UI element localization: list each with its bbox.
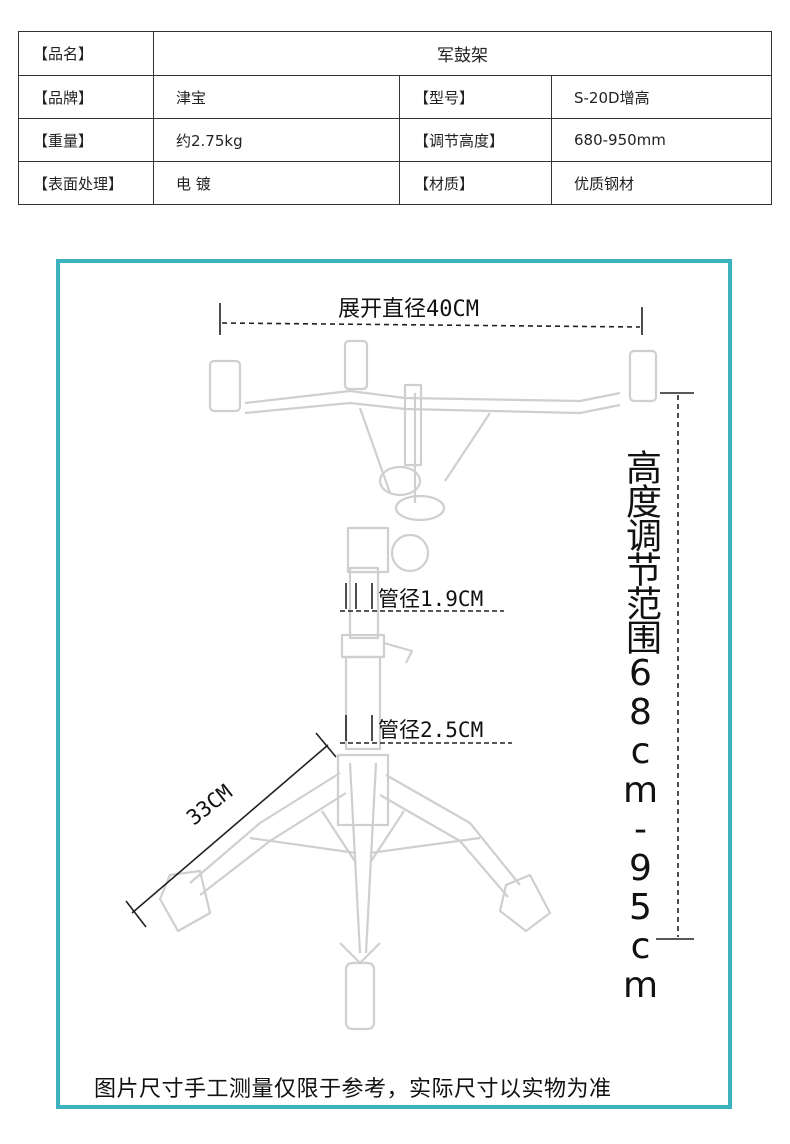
spec-row-brand: 【品牌】 津宝 【型号】 S-20D增高 <box>19 76 771 119</box>
model-value: S-20D增高 <box>551 76 771 118</box>
model-label: 【型号】 <box>399 76 551 118</box>
spec-table: 【品名】 军鼓架 【品牌】 津宝 【型号】 S-20D增高 【重量】 约2.75… <box>18 31 772 205</box>
height-adjust-range-label: 高度调节范围68cm-95cm <box>620 449 661 1004</box>
weight-label: 【重量】 <box>33 131 94 150</box>
name-label: 【品名】 <box>33 45 94 63</box>
brand-label: 【品牌】 <box>33 88 94 107</box>
height-range-value: 680-950mm <box>551 119 771 161</box>
lower-tube-diameter-label: 管径2.5CM <box>378 718 484 742</box>
spec-row-finish: 【表面处理】 电 镀 【材质】 优质钢材 <box>19 162 771 204</box>
finish-label: 【表面处理】 <box>33 174 124 193</box>
spec-row-weight: 【重量】 约2.75kg 【调节高度】 680-950mm <box>19 119 771 162</box>
weight-value: 约2.75kg <box>153 119 399 161</box>
diagram-frame: 展开直径40CM 管径1.9CM 管径2.5CM 33CM 高度调节范围68cm… <box>56 259 732 1109</box>
finish-value: 电 镀 <box>153 162 399 204</box>
brand-value: 津宝 <box>153 76 399 118</box>
height-range-label: 【调节高度】 <box>399 119 551 161</box>
span-diameter-label: 展开直径40CM <box>338 297 479 322</box>
upper-tube-diameter-label: 管径1.9CM <box>378 587 484 611</box>
snare-stand-drawing <box>125 303 694 1031</box>
spec-row-name: 【品名】 军鼓架 <box>19 32 771 76</box>
material-value: 优质钢材 <box>551 162 771 204</box>
name-value: 军鼓架 <box>153 32 771 75</box>
material-label: 【材质】 <box>399 162 551 204</box>
measurement-disclaimer: 图片尺寸手工测量仅限于参考，实际尺寸以实物为准 <box>94 1077 612 1102</box>
